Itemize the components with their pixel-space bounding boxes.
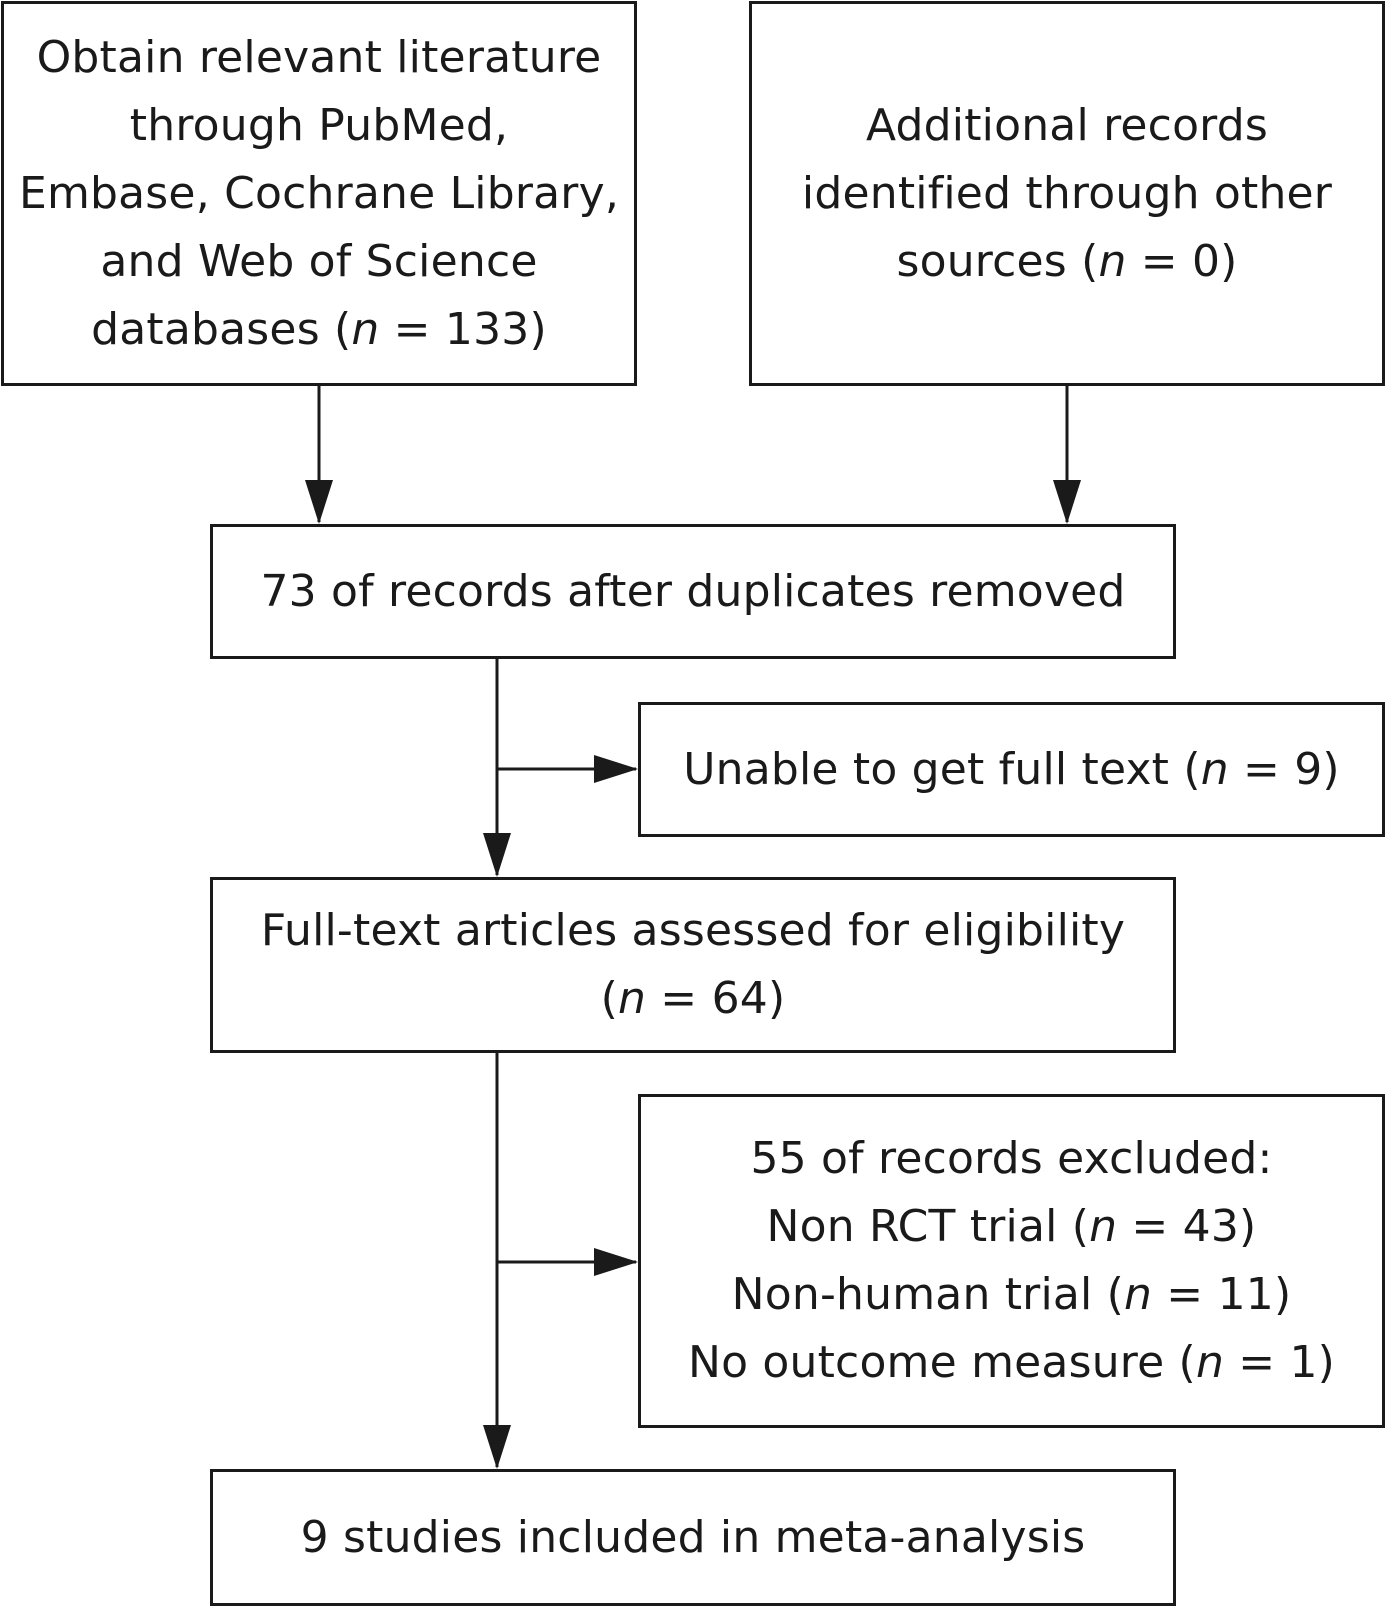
arrowhead-to-excluded (594, 1248, 638, 1276)
n-symbol: n (1098, 235, 1127, 287)
fulltext-prefix: ( (600, 973, 619, 1024)
n-symbol: n (1089, 1201, 1118, 1252)
excluded-item-non-human: Non-human trial (n = 11) (732, 1261, 1292, 1329)
n-symbol: n (351, 303, 380, 355)
fulltext-line-1: Full-text articles assessed for eligibil… (260, 905, 1126, 956)
search-line-2: through PubMed, (129, 99, 509, 151)
search-count: = 133) (379, 303, 547, 355)
fulltext-count: = 64) (646, 973, 786, 1024)
search-databases-box: Obtain relevant literature through PubMe… (1, 1, 637, 386)
excluded-item-count: = 43) (1117, 1201, 1257, 1252)
arrowhead-fulltext-to-included (483, 1425, 511, 1469)
n-symbol: n (1124, 1269, 1153, 1320)
excluded-item-count: = 1) (1224, 1337, 1336, 1388)
n-symbol: n (618, 973, 647, 1024)
unable-count: = 9) (1228, 743, 1340, 795)
included-text: 9 studies included in meta-analysis (300, 1511, 1086, 1563)
arrowhead-to-unable (594, 755, 638, 783)
search-line-4: and Web of Science (100, 235, 538, 287)
excluded-item-non-rct: Non RCT trial (n = 43) (767, 1193, 1257, 1261)
unable-full-text-box: Unable to get full text (n = 9) (638, 702, 1385, 837)
duplicates-removed-box: 73 of records after duplicates removed (210, 524, 1176, 659)
excluded-item-prefix: Non-human trial ( (731, 1269, 1125, 1320)
unable-line: Unable to get full text (n = 9) (683, 736, 1340, 804)
other-line-2: identified through other (801, 167, 1333, 219)
search-line-5-prefix: databases ( (91, 303, 352, 355)
records-excluded-box: 55 of records excluded: Non RCT trial (n… (638, 1094, 1385, 1428)
excluded-item-prefix: Non RCT trial ( (766, 1201, 1090, 1252)
other-count: = 0) (1126, 235, 1238, 287)
arrowhead-search-to-dedup (305, 480, 333, 524)
excluded-item-count: = 11) (1152, 1269, 1292, 1320)
search-line-1: Obtain relevant literature (36, 31, 602, 83)
full-text-assessed-box: Full-text articles assessed for eligibil… (210, 877, 1176, 1053)
arrowhead-dedup-to-fulltext (483, 833, 511, 877)
search-line-3: Embase, Cochrane Library, (18, 167, 620, 219)
dedup-text: 73 of records after duplicates removed (260, 565, 1126, 617)
other-line-3-prefix: sources ( (896, 235, 1099, 287)
unable-prefix: Unable to get full text ( (683, 743, 1201, 795)
excluded-item-prefix: No outcome measure ( (687, 1337, 1196, 1388)
other-line-3: sources (n = 0) (896, 228, 1237, 296)
excluded-heading: 55 of records excluded: (750, 1133, 1273, 1184)
other-sources-box: Additional records identified through ot… (749, 1, 1385, 386)
n-symbol: n (1195, 1337, 1225, 1388)
arrowhead-other-to-dedup (1053, 480, 1081, 524)
studies-included-box: 9 studies included in meta-analysis (210, 1469, 1176, 1606)
other-line-1: Additional records (866, 99, 1268, 151)
fulltext-line-2: (n = 64) (601, 965, 786, 1033)
search-line-5: databases (n = 133) (91, 296, 547, 364)
n-symbol: n (1200, 743, 1229, 795)
excluded-item-no-outcome: No outcome measure (n = 1) (688, 1329, 1335, 1397)
